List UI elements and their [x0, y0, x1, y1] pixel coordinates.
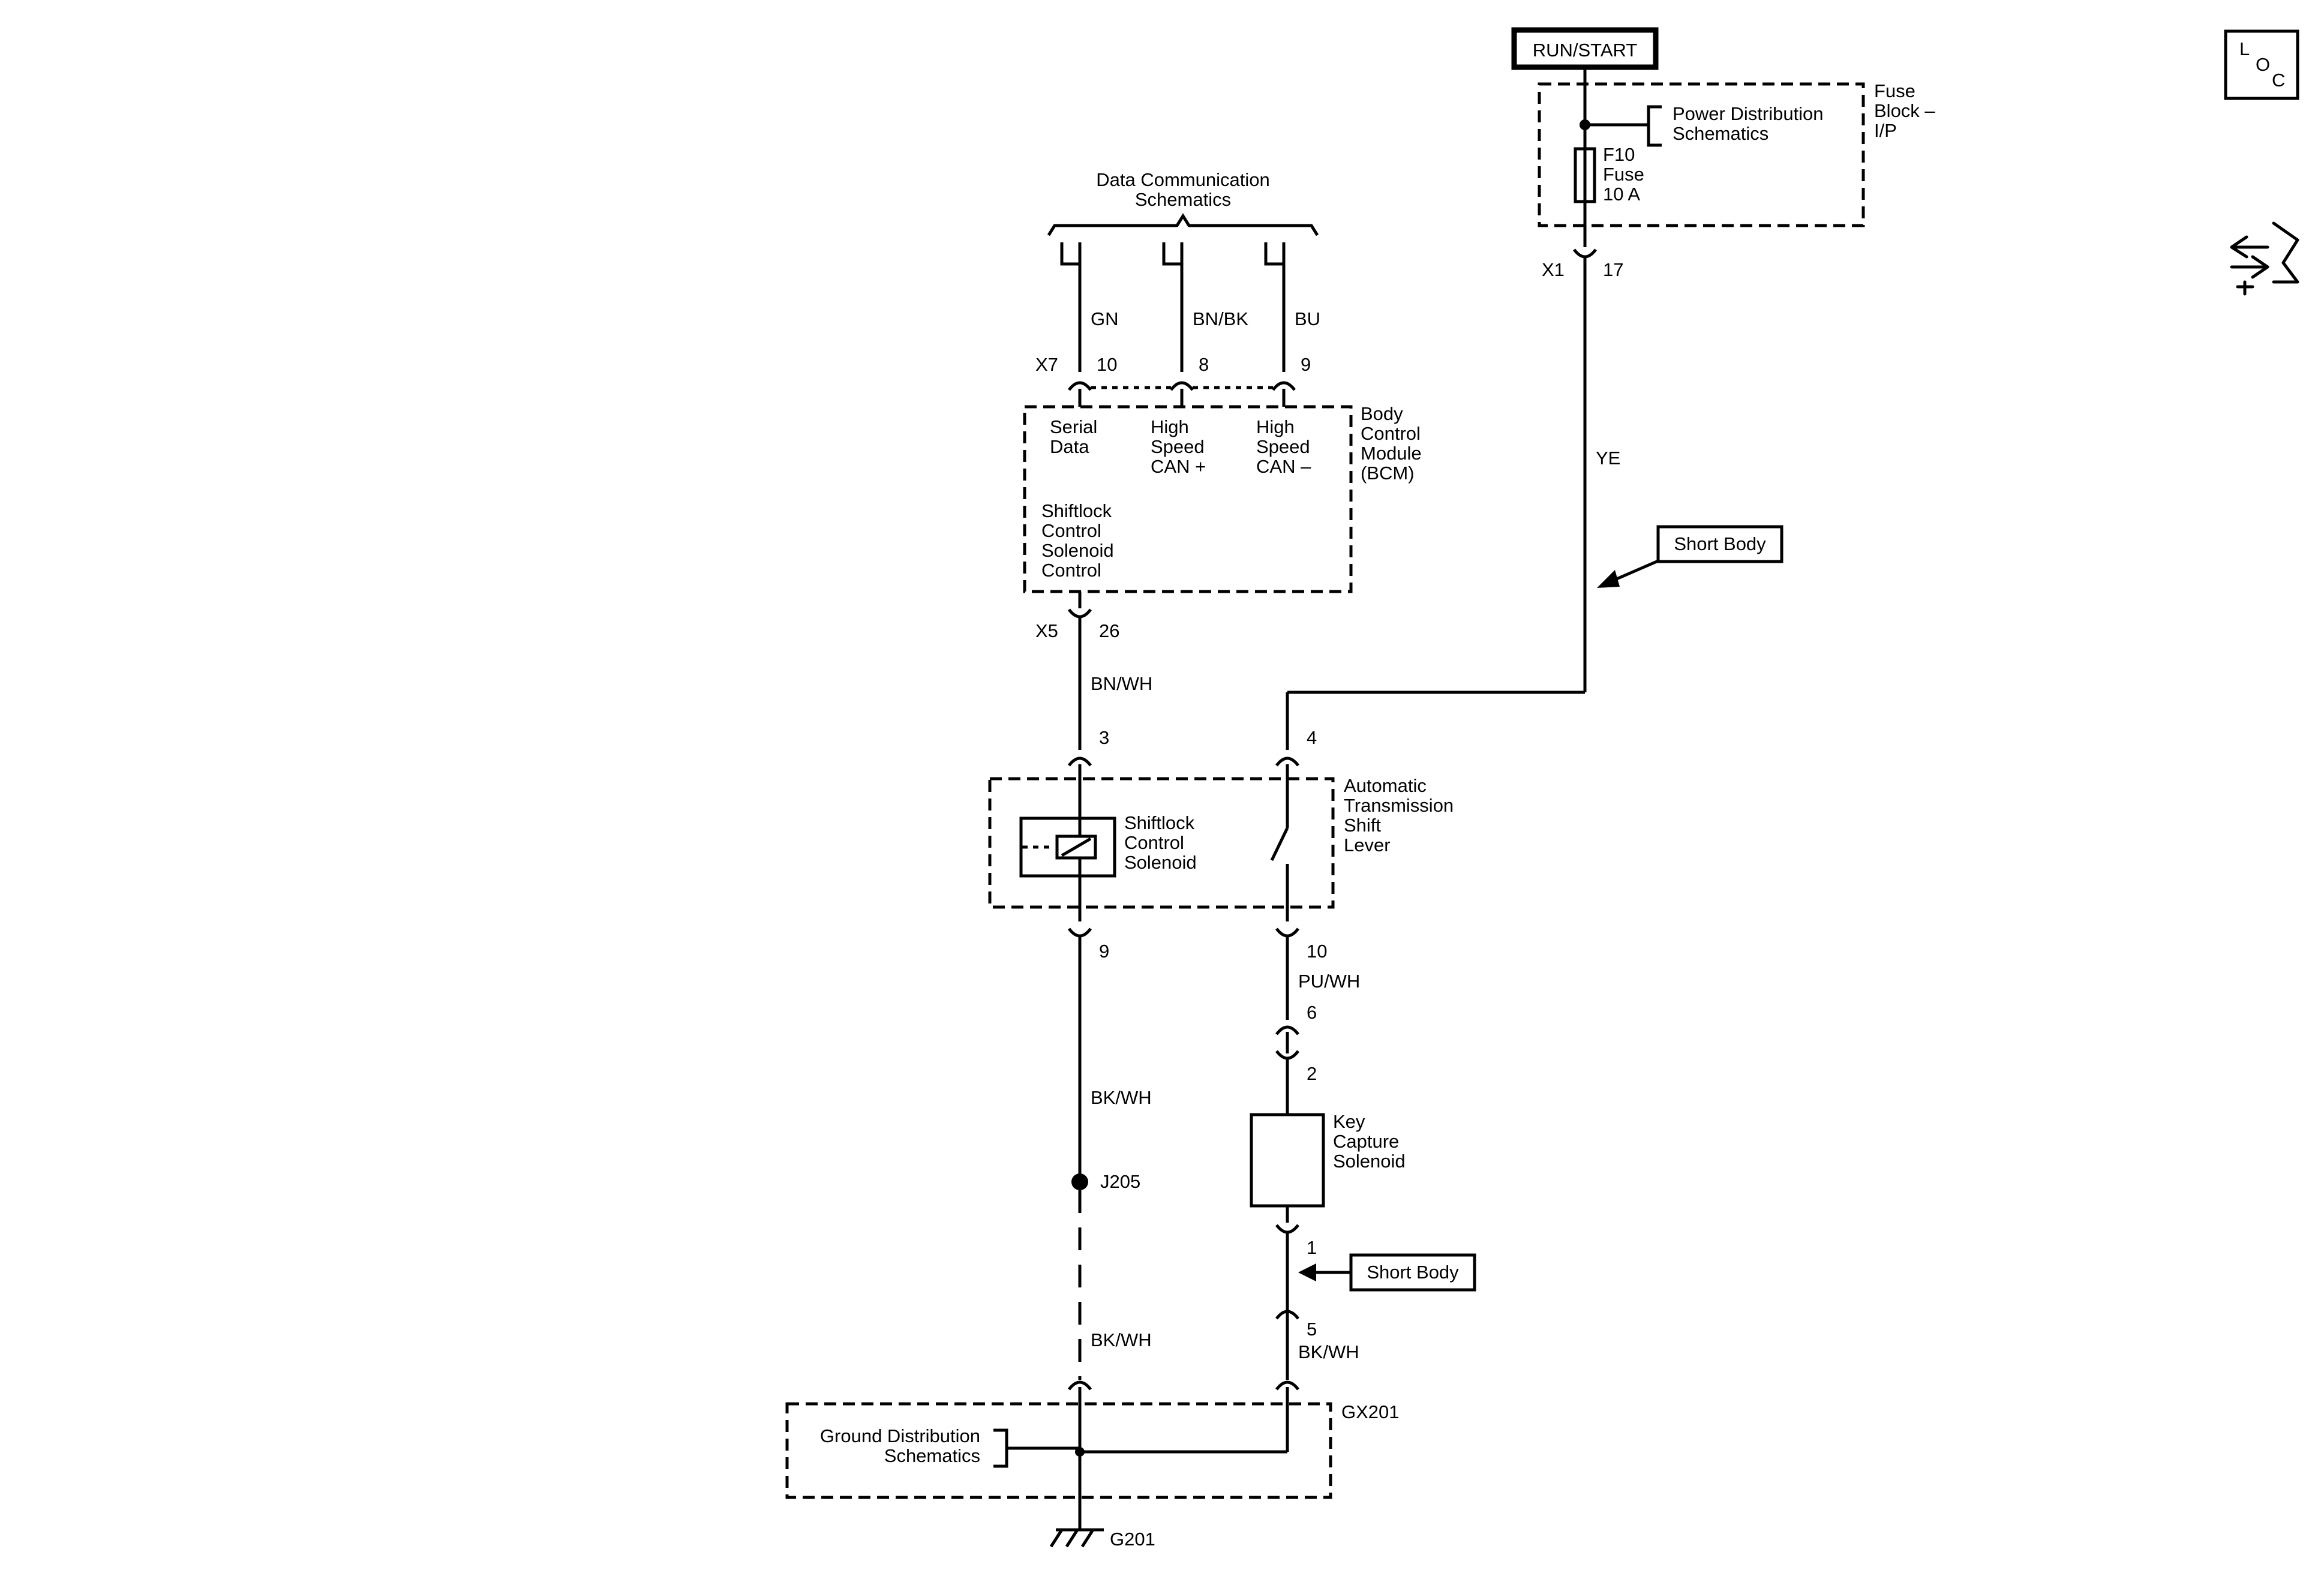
location-icon[interactable]: L O C — [2224, 29, 2299, 100]
short-body-callout-1: Short Body — [1597, 525, 1783, 588]
navigation-arrows-icon[interactable] — [2230, 221, 2299, 296]
x7-pin-8: 8 — [1199, 354, 1209, 375]
bcm-title-4: (BCM) — [1361, 463, 1415, 484]
x5-pin: 26 — [1099, 620, 1119, 641]
fuse-block-title-3: I/P — [1874, 120, 1897, 141]
ground-ref-2: Schematics — [884, 1445, 980, 1466]
inline-pin-2: 2 — [1307, 1063, 1317, 1084]
x7-pin-10: 10 — [1097, 354, 1117, 375]
wire-puwh-label: PU/WH — [1298, 971, 1360, 992]
short-body-label-2: Short Body — [1367, 1262, 1459, 1283]
shift-lever-title-3: Shift — [1344, 815, 1381, 836]
shift-pin-10: 10 — [1307, 941, 1327, 962]
gx201-label: GX201 — [1341, 1401, 1400, 1422]
power-distribution-ref: Power Distribution Schematics — [1647, 103, 1824, 147]
x7-connector: X7 — [1035, 354, 1058, 375]
key-capture-2: Capture — [1333, 1131, 1399, 1152]
key-capture-solenoid: Key Capture Solenoid — [1250, 1111, 1406, 1208]
bcm-title-3: Module — [1361, 443, 1422, 464]
inline-pin-1: 1 — [1307, 1237, 1317, 1258]
short-body-callout-2: Short Body — [1298, 1253, 1476, 1292]
key-capture-3: Solenoid — [1333, 1151, 1406, 1172]
shift-lever-switch — [1270, 827, 1289, 921]
short-body-label-1: Short Body — [1674, 533, 1766, 554]
shift-lever-title-1: Automatic — [1344, 775, 1427, 796]
shiftlock-solenoid-2: Control — [1124, 832, 1184, 853]
shift-lever-title-2: Transmission — [1344, 795, 1454, 816]
key-capture-1: Key — [1333, 1111, 1365, 1132]
bcm-hscan-minus-3: CAN – — [1256, 456, 1311, 477]
wire-bkwh-1: BK/WH — [1091, 1087, 1152, 1108]
inline-pin-6: 6 — [1307, 1002, 1317, 1023]
wire-ye-label: YE — [1596, 448, 1620, 469]
shift-pin-4: 4 — [1307, 727, 1317, 748]
svg-text:C: C — [2272, 70, 2285, 91]
fuse-f10: F10 Fuse 10 A — [1574, 144, 1644, 205]
bcm-serial-2: Data — [1050, 436, 1089, 457]
ground-g201-icon — [1049, 1528, 1104, 1548]
wire-bnbk: BN/BK — [1193, 308, 1248, 329]
ground-ref-1: Ground Distribution — [820, 1425, 980, 1446]
ground-point-label: G201 — [1110, 1529, 1155, 1550]
shiftlock-solenoid-3: Solenoid — [1124, 852, 1197, 873]
wire-bu: BU — [1295, 308, 1320, 329]
x5-connector: X5 — [1035, 620, 1058, 641]
fuse-label-3: 10 A — [1603, 184, 1640, 205]
x7-pin-9: 9 — [1301, 354, 1311, 375]
bcm-hscan-plus-1: High — [1151, 416, 1189, 437]
svg-text:L: L — [2239, 38, 2250, 59]
splice-label: J205 — [1100, 1171, 1140, 1192]
data-comm-title-2: Schematics — [1135, 189, 1231, 210]
wire-bkwh-3: BK/WH — [1298, 1341, 1359, 1362]
fuse-label-2: Fuse — [1603, 164, 1644, 185]
data-comm-title-1: Data Communication — [1096, 169, 1269, 190]
bcm-output-2: Control — [1041, 520, 1101, 541]
ground-distribution: GX201 Ground Distribution Schematics — [785, 1401, 1400, 1499]
x1-connector: X1 — [1542, 259, 1565, 280]
wire-bkwh-2: BK/WH — [1091, 1329, 1152, 1350]
shiftlock-solenoid-1: Shiftlock — [1124, 812, 1195, 833]
data-communication-ref: Data Communication Schematics — [1047, 169, 1319, 236]
power-source: RUN/START — [1511, 27, 1659, 70]
fuse-block-title-1: Fuse — [1874, 80, 1915, 101]
data-wires: GN BN/BK BU — [1060, 242, 1320, 372]
shift-pin-9: 9 — [1099, 941, 1109, 962]
inline-pin-5: 5 — [1307, 1319, 1317, 1340]
bcm-output-1: Shiftlock — [1041, 500, 1112, 521]
bcm-output-3: Solenoid — [1041, 540, 1114, 561]
bcm-hscan-minus-2: Speed — [1256, 436, 1310, 457]
svg-text:O: O — [2256, 54, 2270, 75]
bcm-serial-1: Serial — [1050, 416, 1097, 437]
wire-gn: GN — [1091, 308, 1119, 329]
fuse-block-ip: Fuse Block – I/P — [1538, 80, 1935, 227]
bcm-output-4: Control — [1041, 560, 1101, 581]
splice-j205 — [1071, 1173, 1088, 1190]
shift-lever-title-4: Lever — [1344, 834, 1391, 855]
power-source-label: RUN/START — [1533, 40, 1638, 61]
fuse-block-title-2: Block – — [1874, 100, 1935, 121]
x1-pin: 17 — [1603, 259, 1623, 280]
power-distribution-ref-2: Schematics — [1673, 123, 1768, 144]
bcm-title-1: Body — [1361, 403, 1403, 424]
bcm-hscan-plus-2: Speed — [1151, 436, 1205, 457]
automatic-transmission-shift-lever: Automatic Transmission Shift Lever Shift… — [988, 775, 1454, 921]
fuse-label-1: F10 — [1603, 144, 1635, 165]
shift-pin-3: 3 — [1099, 727, 1109, 748]
bcm-hscan-minus-1: High — [1256, 416, 1295, 437]
body-control-module: Body Control Module (BCM) Serial Data Hi… — [1023, 403, 1422, 593]
shiftlock-control-solenoid: Shiftlock Control Solenoid — [1019, 812, 1197, 878]
bcm-hscan-plus-3: CAN + — [1151, 456, 1206, 477]
bcm-title-2: Control — [1361, 423, 1421, 444]
power-distribution-ref-1: Power Distribution — [1673, 103, 1824, 124]
wire-bnwh-label: BN/WH — [1091, 673, 1152, 694]
